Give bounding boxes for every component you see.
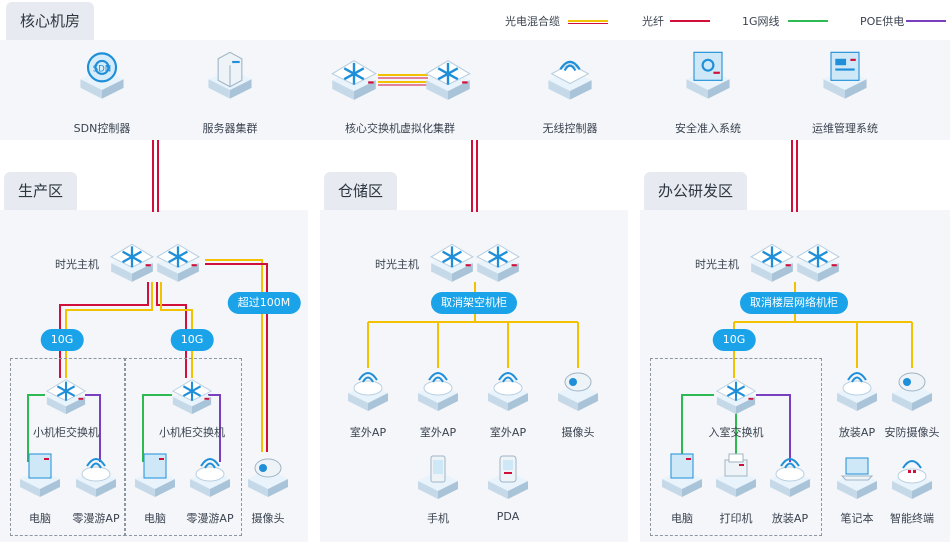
office-host-label: 时光主机 [695, 258, 739, 271]
legend-hybrid-label: 光电混合缆 [505, 15, 560, 28]
core-panel [0, 40, 950, 140]
warehouse-camera-label: 摄像头 [561, 426, 595, 439]
wireless-controller-icon [545, 50, 595, 108]
office-ap-inner-label: 放装AP [771, 512, 809, 525]
warehouse-cabinet-badge: 取消架空机柜 [431, 292, 517, 314]
ap-icon-right [187, 450, 233, 506]
production-host-switch-icon-2 [154, 236, 202, 288]
production-host-switch-icon [108, 236, 156, 288]
svg-text:SDN: SDN [93, 65, 112, 75]
office-host-switch-icon [748, 236, 796, 288]
security-access-icon [683, 48, 733, 108]
ops-management-icon [820, 48, 870, 108]
outdoor-ap-label-3: 室外AP [489, 426, 527, 439]
office-pc-icon [659, 450, 705, 506]
security-access-label: 安全准入系统 [675, 122, 741, 135]
office-ap-inner-icon [767, 450, 813, 506]
warehouse-host-switch-icon [428, 236, 476, 288]
outdoor-ap-icon-2 [415, 364, 461, 420]
printer-label: 打印机 [719, 512, 753, 525]
office-pc-label: 电脑 [671, 512, 693, 525]
security-camera-icon [889, 364, 935, 420]
production-10g-left-badge: 10G [40, 329, 84, 351]
warehouse-title: 仓储区 [324, 172, 398, 210]
security-camera-label: 安防摄像头 [884, 426, 940, 439]
legend-fiber-label: 光纤 [642, 15, 664, 28]
core-switch-icon-2 [423, 52, 473, 106]
office-title: 办公研发区 [644, 172, 748, 210]
core-switch-label: 核心交换机虚拟化集群 [345, 122, 455, 135]
pda-icon [485, 452, 531, 508]
sdn-controller-label: SDN控制器 [73, 122, 131, 135]
server-cluster-label: 服务器集群 [202, 122, 258, 135]
laptop-icon [834, 452, 880, 508]
small-cabinet-switch-icon-left [44, 372, 88, 420]
production-left-cabinet-group [10, 358, 126, 536]
ap-label-right: 零漫游AP [186, 512, 234, 525]
printer-icon [713, 450, 759, 506]
core-switch-icon [329, 52, 379, 106]
outdoor-ap-icon-3 [485, 364, 531, 420]
phone-icon [415, 452, 461, 508]
ops-management-label: 运维管理系统 [812, 122, 878, 135]
legend-fiber-line [670, 20, 710, 22]
production-host-label: 时光主机 [55, 258, 99, 271]
office-room-group [650, 358, 822, 536]
production-camera-label: 摄像头 [251, 512, 285, 525]
legend-poe-label: POE供电 [860, 15, 905, 28]
production-camera-icon [245, 450, 291, 506]
production-over-100m-badge: 超过100M [227, 292, 301, 314]
smart-terminal-icon [889, 452, 935, 508]
pc-icon-right [132, 450, 178, 506]
wireless-controller-label: 无线控制器 [542, 122, 598, 135]
legend-gig-label: 1G网线 [742, 15, 780, 28]
legend-hybrid-line-b [568, 23, 608, 24]
laptop-label: 笔记本 [840, 512, 874, 525]
server-cluster-icon [205, 48, 255, 108]
office-cabinet-badge: 取消楼层网络机柜 [740, 292, 848, 314]
phone-label: 手机 [427, 512, 449, 525]
legend-hybrid-line [568, 20, 608, 22]
ap-label-left: 零漫游AP [72, 512, 120, 525]
core-title: 核心机房 [6, 2, 95, 40]
office-10g-badge: 10G [712, 329, 756, 351]
sdn-controller-icon: SDN [77, 48, 127, 108]
outdoor-ap-icon-1 [345, 364, 391, 420]
small-cabinet-switch-label-left: 小机柜交换机 [33, 426, 99, 439]
warehouse-camera-icon [555, 364, 601, 420]
outdoor-ap-label-1: 室外AP [349, 426, 387, 439]
room-switch-label: 入室交换机 [708, 426, 764, 439]
office-ap-label: 放装AP [838, 426, 876, 439]
smart-terminal-label: 智能终端 [890, 512, 934, 525]
pc-icon-left [17, 450, 63, 506]
room-switch-icon [714, 372, 758, 420]
office-ap-icon [834, 364, 880, 420]
pc-label-left: 电脑 [29, 512, 51, 525]
pda-label: PDA [496, 510, 520, 523]
production-right-cabinet-group [124, 358, 242, 536]
small-cabinet-switch-label-right: 小机柜交换机 [159, 426, 225, 439]
ap-icon-left [73, 450, 119, 506]
production-10g-right-badge: 10G [170, 329, 214, 351]
pc-label-right: 电脑 [144, 512, 166, 525]
warehouse-host-switch-icon-2 [474, 236, 522, 288]
legend-poe-line [906, 20, 946, 22]
production-title: 生产区 [4, 172, 78, 210]
legend-gig-line [788, 20, 828, 22]
office-host-switch-icon-2 [794, 236, 842, 288]
small-cabinet-switch-icon-right [170, 372, 214, 420]
outdoor-ap-label-2: 室外AP [419, 426, 457, 439]
warehouse-host-label: 时光主机 [375, 258, 419, 271]
